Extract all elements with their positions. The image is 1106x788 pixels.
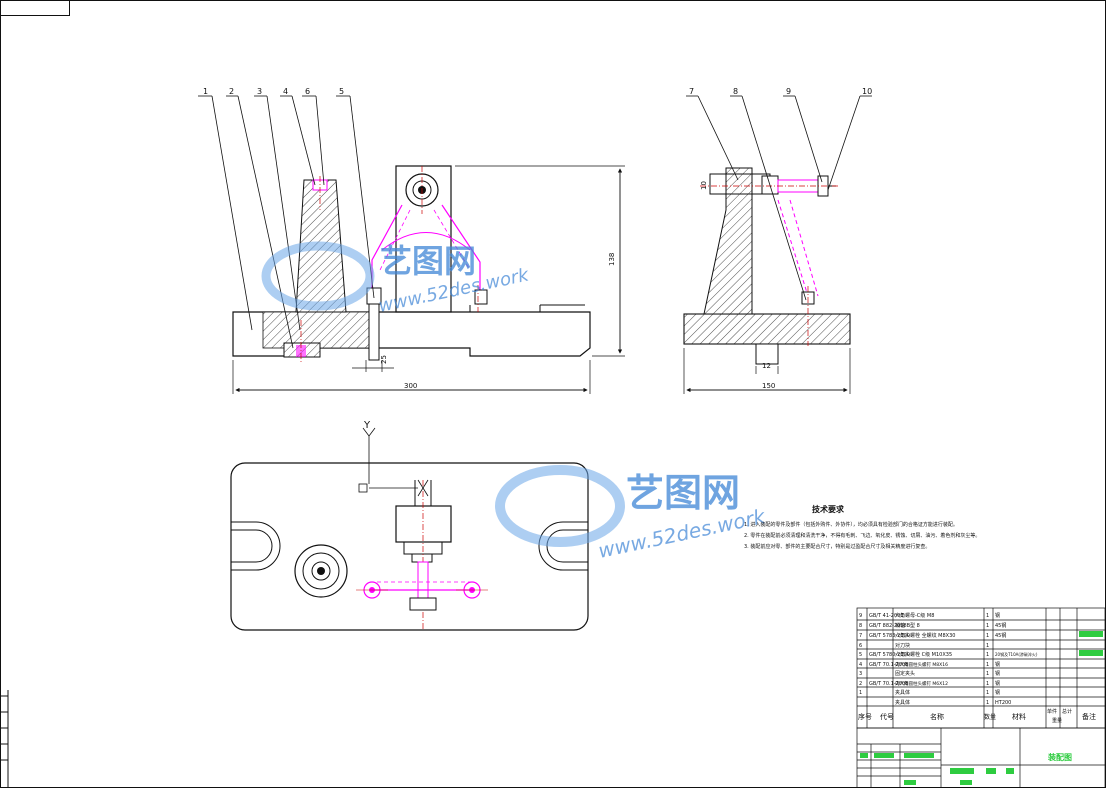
dim-bolt: 10 xyxy=(700,181,708,190)
watermark-cn-2: 艺图网 xyxy=(626,471,740,515)
svg-text:1: 1 xyxy=(986,613,989,619)
tech-req-line-1: 1. 进入装配的零件及部件（包括外购件、外协件），均必须具有检验部门的合格证方能… xyxy=(744,521,958,528)
svg-text:夹具体: 夹具体 xyxy=(895,699,910,706)
svg-text:数量: 数量 xyxy=(984,713,996,721)
svg-text:备注: 备注 xyxy=(1082,712,1096,721)
svg-text:1: 1 xyxy=(986,623,989,629)
dim-side-width: 150 xyxy=(762,382,775,390)
balloon-2: 2 xyxy=(229,87,234,96)
balloon-3: 3 xyxy=(257,87,262,96)
side-dimensions xyxy=(683,348,851,394)
svg-text:GB/T 41-2000: GB/T 41-2000 xyxy=(869,613,904,619)
svg-text:GB/T 70.1-2008: GB/T 70.1-2008 xyxy=(869,662,908,668)
svg-text:1: 1 xyxy=(986,690,989,696)
svg-text:钢: 钢 xyxy=(995,612,1000,619)
dim-front-height: 138 xyxy=(608,253,616,266)
svg-text:单件: 单件 xyxy=(1047,708,1057,715)
svg-text:1: 1 xyxy=(986,671,989,677)
svg-text:名称: 名称 xyxy=(930,712,944,721)
watermark-logo xyxy=(261,241,625,547)
svg-text:六角头螺栓 全螺纹 M8X30: 六角头螺栓 全螺纹 M8X30 xyxy=(895,632,955,639)
svg-text:GB/T 5780-2000: GB/T 5780-2000 xyxy=(869,652,910,658)
balloon-9: 9 xyxy=(786,87,791,96)
right-bracket xyxy=(395,165,452,313)
svg-text:六角头螺栓 C级 M10X35: 六角头螺栓 C级 M10X35 xyxy=(895,651,952,658)
svg-text:钢: 钢 xyxy=(995,689,1000,696)
coordinate-axes xyxy=(358,427,429,497)
side-view xyxy=(683,167,851,365)
balloon-1: 1 xyxy=(203,87,208,96)
svg-text:六角螺母-C级 M8: 六角螺母-C级 M8 xyxy=(895,612,934,619)
side-balloons xyxy=(686,95,872,301)
svg-text:2: 2 xyxy=(859,681,862,687)
title-block-fills xyxy=(860,631,1103,785)
top-base xyxy=(230,462,589,631)
svg-text:3: 3 xyxy=(859,671,862,677)
drawing-title: 装配图 xyxy=(1047,752,1072,762)
watermark-cn-1: 艺图网 xyxy=(380,242,476,280)
svg-text:GB/T 70.1-2008: GB/T 70.1-2008 xyxy=(869,681,908,687)
dim-shaft: 25 xyxy=(380,355,388,364)
tech-req-line-3: 3. 装配前应对零、部件的主要配合尺寸，特别是过盈配合尺寸及相关精度进行复查。 xyxy=(744,543,930,550)
tech-req-title: 技术要求 xyxy=(812,504,845,514)
axis-y-label: Y xyxy=(363,420,371,431)
svg-text:内六角圆柱头螺钉 M6X12: 内六角圆柱头螺钉 M6X12 xyxy=(895,680,948,687)
svg-text:对刀块: 对刀块 xyxy=(895,642,910,649)
balloon-5: 5 xyxy=(339,87,344,96)
tech-req-line-2: 2. 零件在装配前必须清理和清洗干净，不得有毛刺、飞边、氧化皮、锈蚀、切屑、油污… xyxy=(744,532,980,539)
balloon-10: 10 xyxy=(862,87,872,96)
svg-text:夹具体: 夹具体 xyxy=(895,689,910,696)
balloon-8: 8 xyxy=(733,87,738,96)
svg-text:45钢: 45钢 xyxy=(995,632,1006,639)
svg-text:20钢及T10A(渗碳淬火): 20钢及T10A(渗碳淬火) xyxy=(995,651,1038,657)
svg-text:代号: 代号 xyxy=(880,712,894,721)
side-base xyxy=(683,313,851,345)
balloon-6: 6 xyxy=(305,87,310,96)
svg-text:销轴 B型 8: 销轴 B型 8 xyxy=(895,622,920,629)
dim-front-width: 300 xyxy=(404,382,417,390)
bom-header: 序号 代号 名称 数量 材料 单件 总计 重量 备注 xyxy=(858,708,1096,724)
svg-text:钢: 钢 xyxy=(995,661,1000,668)
bom-rows: 9 GB/T 41-2000 六角螺母-C级 M8 1 钢 8 GB/T 882… xyxy=(859,612,1038,706)
svg-text:1: 1 xyxy=(859,690,862,696)
svg-text:GB/T 5783-2000: GB/T 5783-2000 xyxy=(869,633,910,639)
balloon-4: 4 xyxy=(283,87,288,96)
balloon-7: 7 xyxy=(689,87,694,96)
svg-text:1: 1 xyxy=(986,633,989,639)
front-balloons xyxy=(198,95,375,349)
svg-text:7: 7 xyxy=(859,633,862,639)
svg-text:1: 1 xyxy=(986,652,989,658)
dim-slot: 12 xyxy=(762,362,771,370)
svg-text:1: 1 xyxy=(986,662,989,668)
svg-text:GB/T 882-2008: GB/T 882-2008 xyxy=(869,623,907,629)
svg-text:钢: 钢 xyxy=(995,670,1000,677)
svg-text:总计: 总计 xyxy=(1062,708,1072,715)
base-outline xyxy=(232,311,591,357)
svg-text:1: 1 xyxy=(986,643,989,649)
svg-text:HT200: HT200 xyxy=(995,700,1011,706)
svg-text:9: 9 xyxy=(859,613,862,619)
front-view xyxy=(232,165,591,362)
svg-text:钢: 钢 xyxy=(995,680,1000,687)
bom-table xyxy=(856,607,1106,788)
svg-text:6: 6 xyxy=(859,643,862,649)
svg-text:1: 1 xyxy=(986,681,989,687)
svg-text:4: 4 xyxy=(859,662,862,668)
front-dimensions xyxy=(232,165,625,394)
side-upright xyxy=(703,167,753,315)
svg-text:8: 8 xyxy=(859,623,862,629)
svg-text:内六角圆柱头螺钉 M8X16: 内六角圆柱头螺钉 M8X16 xyxy=(895,661,948,668)
svg-text:材料: 材料 xyxy=(1012,712,1026,721)
svg-text:重量: 重量 xyxy=(1052,717,1062,724)
svg-text:1: 1 xyxy=(986,700,989,706)
svg-text:固定夹头: 固定夹头 xyxy=(895,670,915,677)
svg-text:序号: 序号 xyxy=(858,712,872,721)
top-view xyxy=(230,462,589,631)
svg-text:45钢: 45钢 xyxy=(995,622,1006,629)
svg-text:5: 5 xyxy=(859,652,862,658)
